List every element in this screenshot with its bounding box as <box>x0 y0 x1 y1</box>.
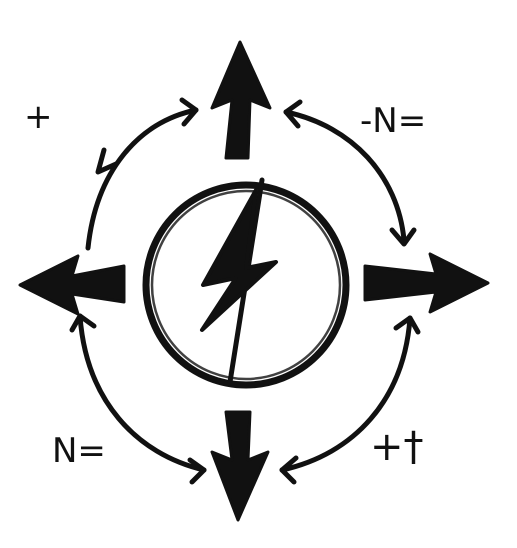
arrow-left-icon <box>18 254 126 316</box>
arrow-down-icon <box>210 410 270 522</box>
label-top-left: + <box>24 97 53 137</box>
arrow-up-icon <box>210 40 272 160</box>
label-bottom-right: +† <box>370 424 424 470</box>
curved-arrow-top-right-icon <box>283 99 417 247</box>
label-bottom-left: N= <box>52 431 106 471</box>
curved-arrow-bottom-right-icon <box>279 315 421 485</box>
curved-arrow-bottom-left-icon <box>69 313 207 485</box>
arrow-right-icon <box>363 252 490 314</box>
label-top-right: -N= <box>360 101 426 141</box>
lightning-bolt-icon <box>200 188 278 332</box>
curved-arrow-top-left-icon <box>85 97 199 251</box>
